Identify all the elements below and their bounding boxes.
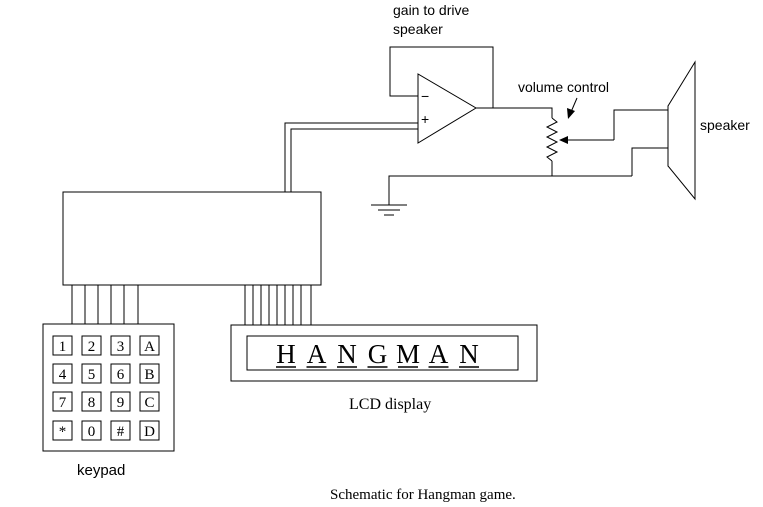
- volume-pointer-arrowhead: [567, 108, 575, 119]
- keypad-key-label: 0: [88, 424, 96, 440]
- wiper-arrow-head: [559, 136, 568, 144]
- keypad-key-3-1[interactable]: [81, 420, 102, 441]
- lcd-bus-wires: [244, 285, 312, 325]
- speaker-wire-top: [613, 109, 668, 140]
- lcd-letter: A: [429, 339, 449, 369]
- speaker-wire-bottom: [631, 147, 668, 176]
- keypad-bus-wires: [71, 285, 139, 324]
- schematic-caption: Schematic for Hangman game.: [330, 487, 516, 503]
- keypad-key-0-1[interactable]: [81, 335, 102, 356]
- keypad-key-label: 5: [88, 367, 96, 383]
- lcd-letter: A: [307, 339, 327, 369]
- keypad-key-0-0[interactable]: [52, 335, 73, 356]
- keypad-key-2-1[interactable]: [81, 391, 102, 412]
- keypad-key-label: 6: [117, 367, 125, 383]
- keypad-key-label: C: [144, 395, 154, 411]
- volume-control-label: volume control: [518, 79, 609, 95]
- keypad: 1 2 3 A 4 5 6 B 7 8 9 C * 0 # D: [42, 323, 175, 452]
- keypad-key-0-2[interactable]: [110, 335, 131, 356]
- keypad-key-3-2[interactable]: [110, 420, 131, 441]
- gain-label-line1: gain to drive: [393, 2, 469, 18]
- keypad-key-2-0[interactable]: [52, 391, 73, 412]
- keypad-key-1-0[interactable]: [52, 363, 73, 384]
- keypad-key-2-2[interactable]: [110, 391, 131, 412]
- keypad-key-label: 2: [88, 339, 96, 355]
- keypad-key-label: 7: [59, 395, 67, 411]
- keypad-key-label: 9: [117, 395, 125, 411]
- speaker-cone: [667, 60, 696, 201]
- lcd-screen: [246, 335, 519, 371]
- keypad-label: keypad: [77, 462, 125, 479]
- speaker-icon: [667, 60, 696, 201]
- volume-pointer-line: [570, 97, 578, 113]
- keypad-key-label: A: [144, 339, 155, 355]
- keypad-key-3-0[interactable]: [52, 420, 73, 441]
- controller-box: [62, 191, 322, 286]
- lcd-letter: N: [337, 339, 357, 369]
- keypad-key-label: #: [117, 424, 125, 440]
- potentiometer-resistor: [545, 117, 559, 162]
- gain-label-line2: speaker: [393, 21, 443, 37]
- opamp-input-wire-outer: [284, 122, 418, 192]
- keypad-key-label: *: [59, 424, 67, 440]
- lcd-letter: G: [368, 339, 388, 369]
- keypad-key-1-3[interactable]: [139, 363, 160, 384]
- op-amp-plus-sign: +: [421, 111, 429, 127]
- keypad-key-2-3[interactable]: [139, 391, 160, 412]
- keypad-key-label: B: [144, 367, 154, 383]
- keypad-keys: 1 2 3 A 4 5 6 B 7 8 9 C * 0 # D: [52, 335, 160, 441]
- ground-return-wire: [388, 175, 632, 205]
- ground-symbol: [371, 204, 407, 216]
- keypad-key-label: 4: [59, 367, 67, 383]
- lcd-letter: M: [396, 339, 420, 369]
- volume-potentiometer: [545, 117, 614, 176]
- opamp-input-wire-inner: [290, 128, 418, 192]
- keypad-key-label: D: [144, 424, 155, 440]
- keypad-key-label: 1: [59, 339, 67, 355]
- keypad-key-0-3[interactable]: [139, 335, 160, 356]
- speaker-label: speaker: [700, 117, 750, 133]
- op-amp-minus-sign: −: [421, 88, 429, 104]
- keypad-key-1-1[interactable]: [81, 363, 102, 384]
- opamp-output-wire: [476, 107, 553, 118]
- lcd-letter: H: [276, 339, 296, 369]
- lcd-letter: N: [459, 339, 479, 369]
- keypad-key-label: 8: [88, 395, 96, 411]
- keypad-key-1-2[interactable]: [110, 363, 131, 384]
- lcd-display-label: LCD display: [349, 396, 431, 413]
- op-amp-triangle: [417, 73, 477, 144]
- keypad-key-label: 3: [117, 339, 125, 355]
- keypad-key-3-3[interactable]: [139, 420, 160, 441]
